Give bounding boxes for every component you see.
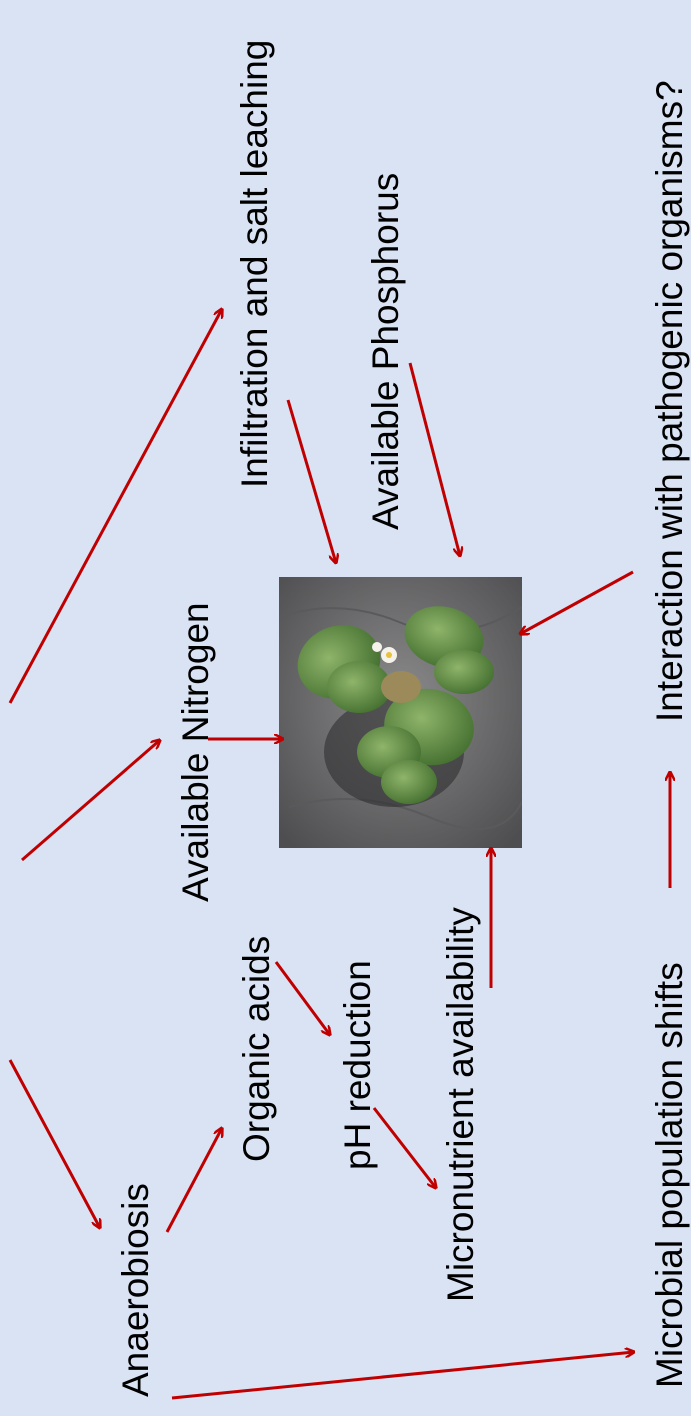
arrow-to-anaerobiosis	[10, 1060, 100, 1228]
arrow-ph-reduction-to-micronutrient	[374, 1108, 436, 1188]
arrow-infiltration-to-photo	[288, 400, 336, 563]
arrow-organic-acids-to-ph-reduction	[276, 962, 330, 1035]
arrow-phosphorus-to-photo	[410, 363, 460, 556]
arrow-to-available-nitrogen	[22, 740, 160, 860]
arrow-anaerobiosis-to-organic-acids	[167, 1128, 222, 1232]
arrow-to-infiltration	[10, 309, 222, 703]
arrow-anaerobiosis-to-microbial	[172, 1352, 634, 1398]
arrow-pathogenic-to-photo	[520, 572, 633, 634]
